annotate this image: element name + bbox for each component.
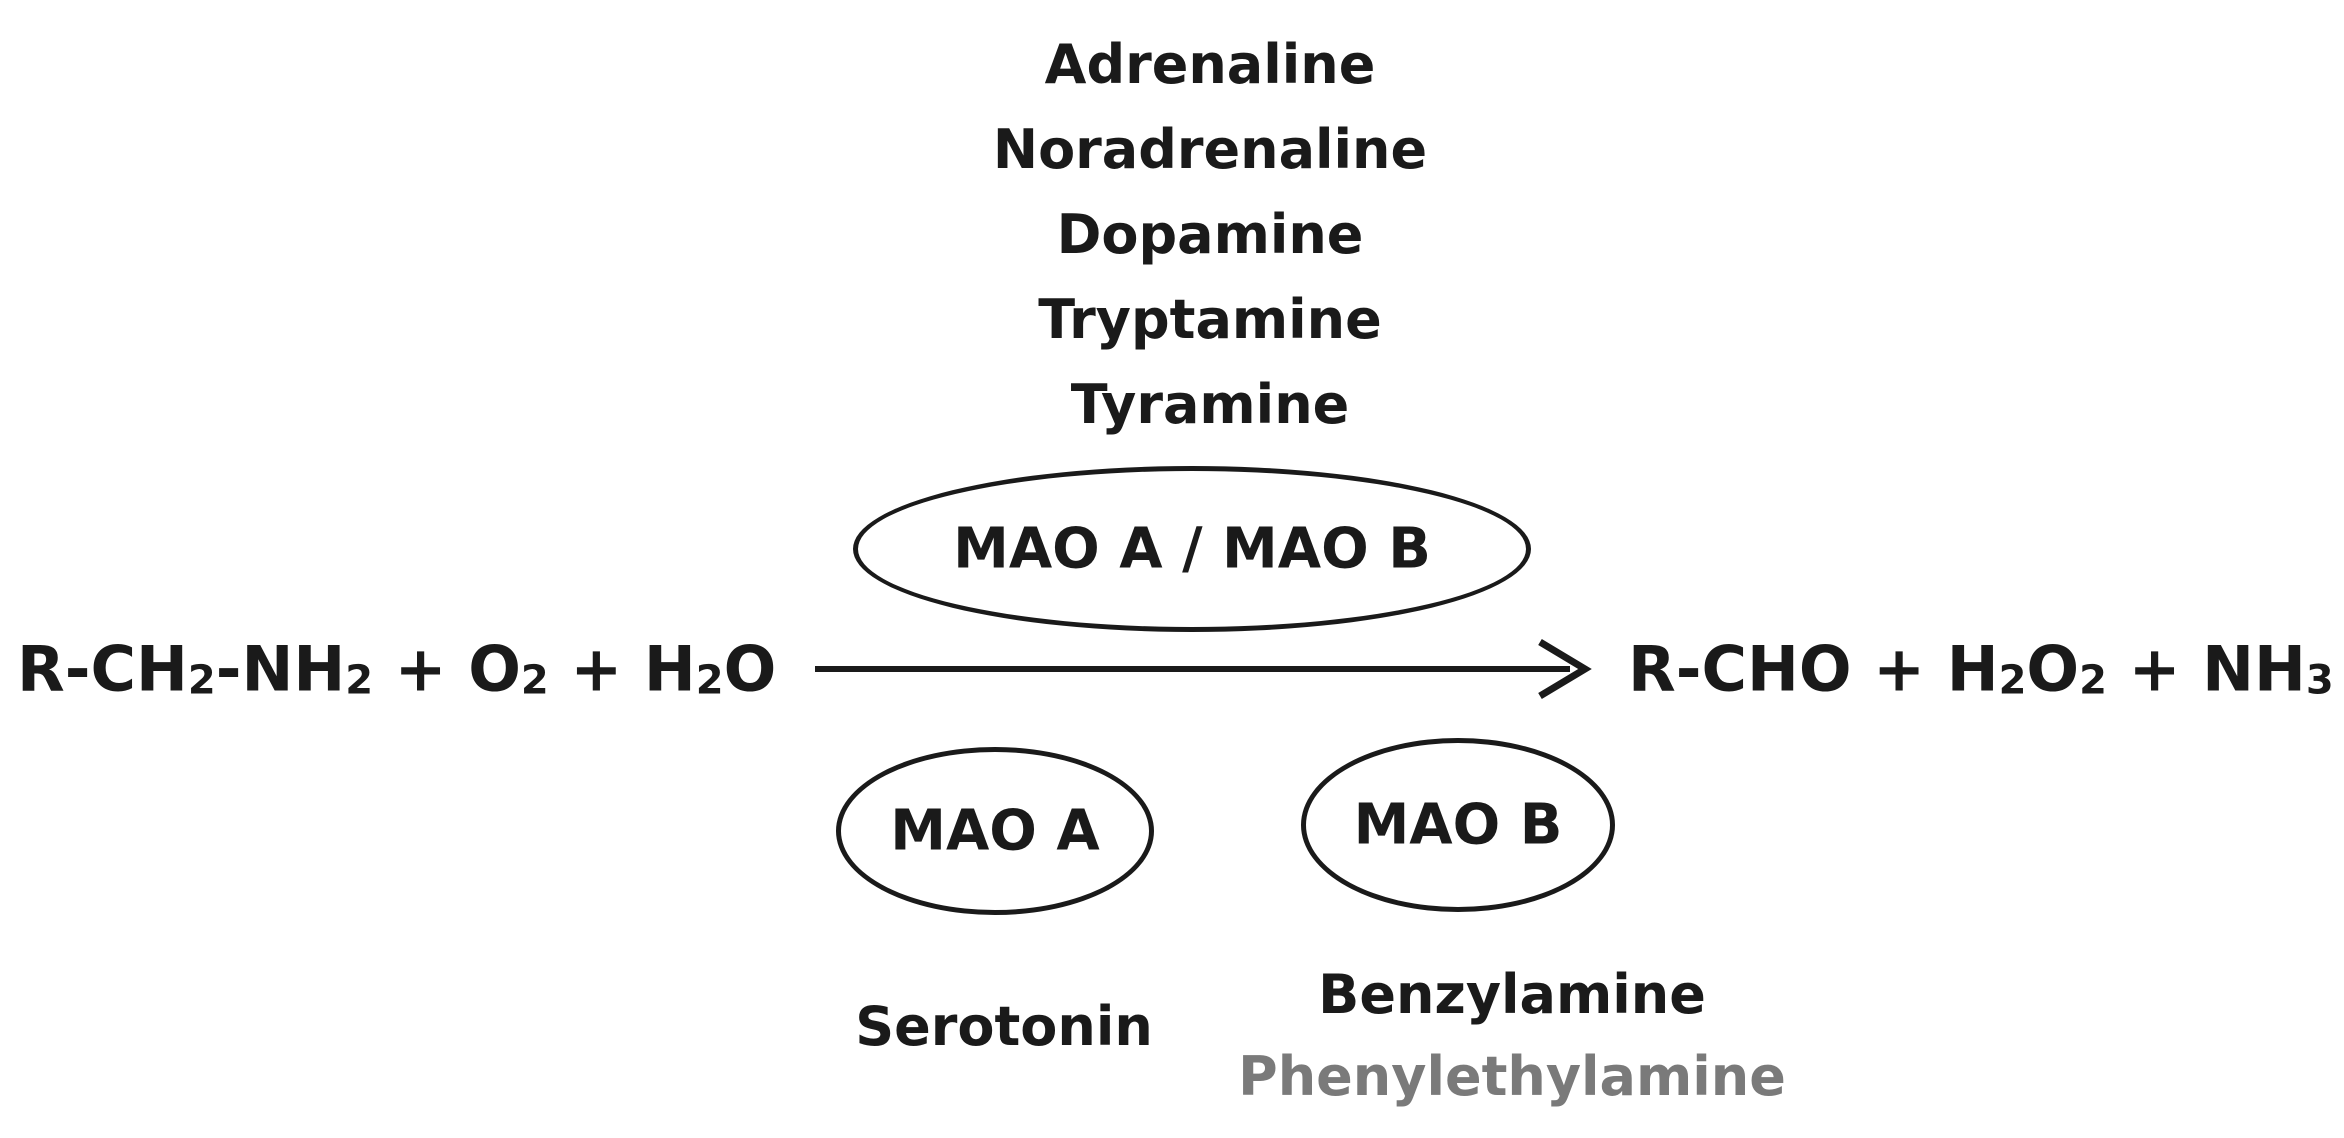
reactant-text-1: R-CH (17, 632, 188, 706)
reactant-sub-2: 2 (345, 657, 374, 704)
substrate-benzylamine: Benzylamine (1318, 963, 1706, 1026)
substrate-adrenaline: Adrenaline (1044, 33, 1376, 96)
enzyme-label-shared: MAO A / MAO B (953, 516, 1431, 582)
enzyme-ellipse-mao-a: MAO A (836, 747, 1154, 915)
substrate-tryptamine: Tryptamine (1038, 288, 1382, 351)
enzyme-label-mao-b: MAO B (1353, 792, 1563, 858)
enzyme-ellipse-mao-b: MAO B (1301, 738, 1615, 912)
product-text-2: O (2026, 632, 2080, 706)
reactant-sub-4: 2 (695, 657, 724, 704)
reactant-sub-1: 2 (187, 657, 216, 704)
substrate-serotonin: Serotonin (855, 995, 1153, 1058)
reactants: R-CH2-NH2 + O2 + H2O (17, 633, 776, 706)
enzyme-ellipse-shared: MAO A / MAO B (853, 466, 1531, 632)
reactant-text-5: O (723, 632, 777, 706)
reaction-arrow-head (1538, 638, 1592, 700)
product-sub-3: 3 (2305, 657, 2334, 704)
substrate-noradrenaline: Noradrenaline (992, 118, 1428, 181)
product-sub-1: 2 (1998, 657, 2027, 704)
substrate-dopamine: Dopamine (1056, 203, 1364, 266)
product-text-1: R-CHO + H (1628, 632, 1999, 706)
reactant-sub-3: 2 (520, 657, 549, 704)
substrate-phenylethylamine: Phenylethylamine (1238, 1045, 1786, 1108)
product-text-3: + NH (2106, 632, 2306, 706)
products: R-CHO + H2O2 + NH3 (1628, 633, 2334, 706)
product-sub-2: 2 (2079, 657, 2107, 704)
reactant-text-2: -NH (215, 632, 346, 706)
substrate-tyramine: Tyramine (1070, 373, 1350, 436)
enzyme-label-mao-a: MAO A (890, 798, 1100, 864)
shared-substrate-list: Adrenaline Noradrenaline Dopamine Trypta… (993, 22, 1427, 447)
reactant-text-4: + H (548, 632, 696, 706)
reactant-text-3: + O (373, 632, 521, 706)
